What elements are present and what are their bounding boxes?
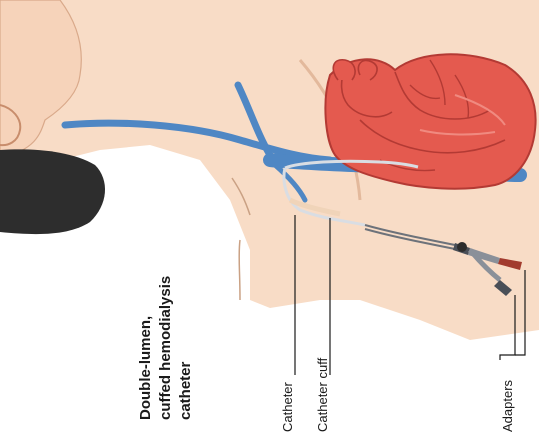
title-line-3: catheter xyxy=(177,361,194,420)
label-adapters: Adapters xyxy=(500,379,515,432)
heart xyxy=(325,54,535,188)
title-line-1: Double-lumen, xyxy=(137,316,154,420)
hair xyxy=(0,149,105,234)
diagram-title: Double-lumen, cuffed hemodialysis cathet… xyxy=(137,276,194,420)
label-catheter: Catheter xyxy=(280,381,295,432)
label-catheter-cuff: Catheter cuff xyxy=(315,357,330,432)
jaw-line xyxy=(239,240,240,300)
title-line-2: cuffed hemodialysis xyxy=(157,276,174,420)
